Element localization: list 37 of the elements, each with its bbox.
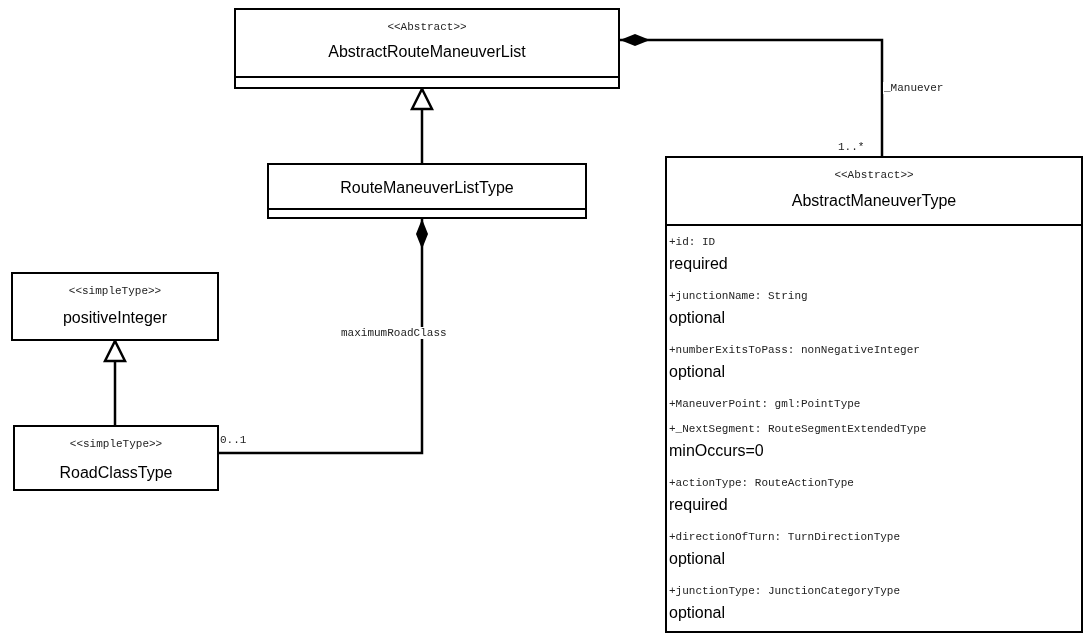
attribute-note: optional [669,309,726,327]
generalization-arrow [103,339,127,425]
class-name: RoadClassType [58,464,174,482]
attribute-label: +_NextSegment: RouteSegmentExtendedType [669,423,927,435]
attribute-note: optional [669,363,726,381]
attribute-note: optional [669,550,726,568]
attribute-note: required [669,496,728,514]
class-name: RouteManeuverListType [339,179,515,197]
class-box [234,8,620,89]
composition-connector [219,219,428,455]
attribute-label: +junctionName: String [669,290,808,302]
edge-label: _Manuever [883,82,945,95]
stereotype-label: <<simpleType>> [67,285,163,297]
edge-label: maximumRoadClass [340,327,448,340]
attribute-label: +directionOfTurn: TurnDirectionType [669,531,901,543]
generalization-arrow [410,87,434,163]
attribute-note: optional [669,604,726,622]
class-box [267,163,587,219]
attribute-label: +junctionType: JunctionCategoryType [669,585,901,597]
stereotype-label: <<Abstract>> [386,21,468,33]
class-name: AbstractManeuverType [790,192,958,210]
class-name: AbstractRouteManeuverList [327,43,527,61]
stereotype-label: <<simpleType>> [68,438,164,450]
attribute-label: +numberExitsToPass: nonNegativeInteger [669,344,920,356]
composition-connector [620,34,884,156]
attribute-label: +ManeuverPoint: gml:PointType [669,398,861,410]
stereotype-label: <<Abstract>> [833,169,915,181]
class-name: positiveInteger [61,309,169,327]
class-box [11,272,219,341]
multiplicity-label: 0..1 [220,434,247,447]
attribute-label: +id: ID [669,236,716,248]
attribute-note: minOccurs=0 [669,442,764,460]
attribute-label: +actionType: RouteActionType [669,477,854,489]
class-box [665,156,1083,633]
multiplicity-label: 1..* [838,141,865,154]
attribute-note: required [669,255,728,273]
class-box [13,425,219,491]
